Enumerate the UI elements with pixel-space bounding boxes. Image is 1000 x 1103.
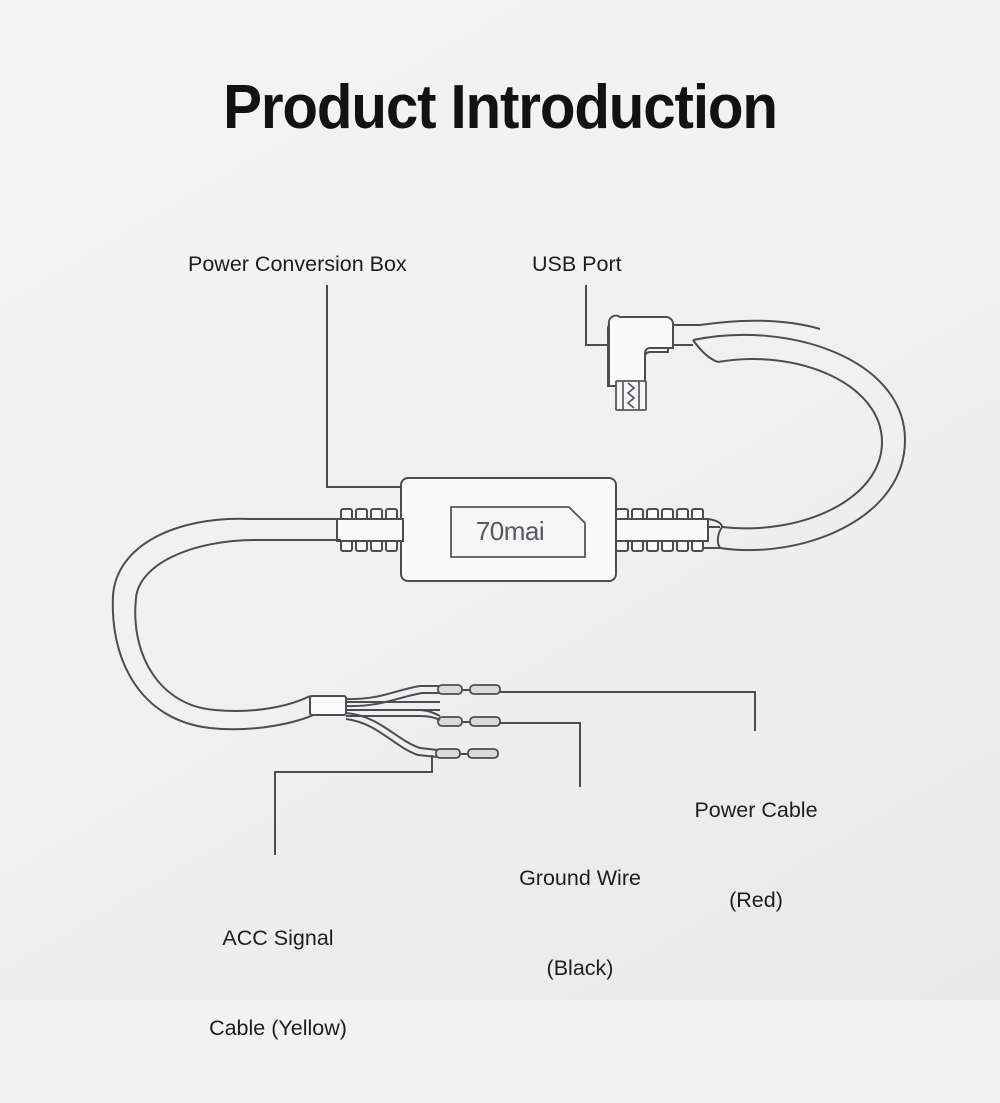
wire-acc: [345, 712, 499, 759]
right-cable-coil: [692, 333, 907, 552]
product-diagram: .ln { fill: none; stroke: #4a4d52; strok…: [111, 285, 907, 855]
leader-lines: [274, 285, 756, 855]
callout-power-cable-line2: (Red): [729, 888, 783, 912]
page-title: Product Introduction: [223, 73, 778, 142]
leader-power-cable: [497, 691, 756, 731]
product-introduction-page: Product Introduction .ln { fill: none; s…: [0, 0, 1000, 1040]
callout-ground-wire-line1: Ground Wire: [519, 866, 641, 890]
leader-acc-signal: [274, 755, 433, 855]
left-cable-coil: [111, 595, 316, 731]
callout-acc-signal-line2: Cable (Yellow): [209, 1016, 347, 1040]
callout-power-cable: Power Cable (Red): [660, 735, 852, 975]
cable-usb-to-coil: [673, 319, 821, 346]
leader-ground-wire: [497, 722, 581, 787]
conversion-box: 70mai: [400, 477, 617, 582]
callout-ground-wire: Ground Wire (Black): [490, 803, 670, 1043]
leader-power-conversion-box: [326, 285, 401, 488]
callout-acc-signal-line1: ACC Signal: [222, 926, 334, 950]
cable-box-to-coil-left: [112, 517, 341, 599]
wire-power: [345, 684, 501, 708]
callout-ground-wire-line2: (Black): [546, 956, 614, 980]
callout-usb-port: USB Port: [532, 252, 622, 276]
brand-logo-text: 70mai: [476, 516, 544, 546]
usb-plug: [606, 314, 674, 411]
left-strain-relief: [336, 508, 404, 552]
callout-acc-signal-cable: ACC Signal Cable (Yellow): [183, 863, 373, 1103]
callout-power-conversion-box: Power Conversion Box: [188, 252, 407, 276]
wire-bundle: [309, 684, 501, 759]
wire-ground: [346, 701, 501, 727]
callout-power-cable-line1: Power Cable: [694, 798, 818, 822]
right-strain-relief: [611, 508, 709, 552]
